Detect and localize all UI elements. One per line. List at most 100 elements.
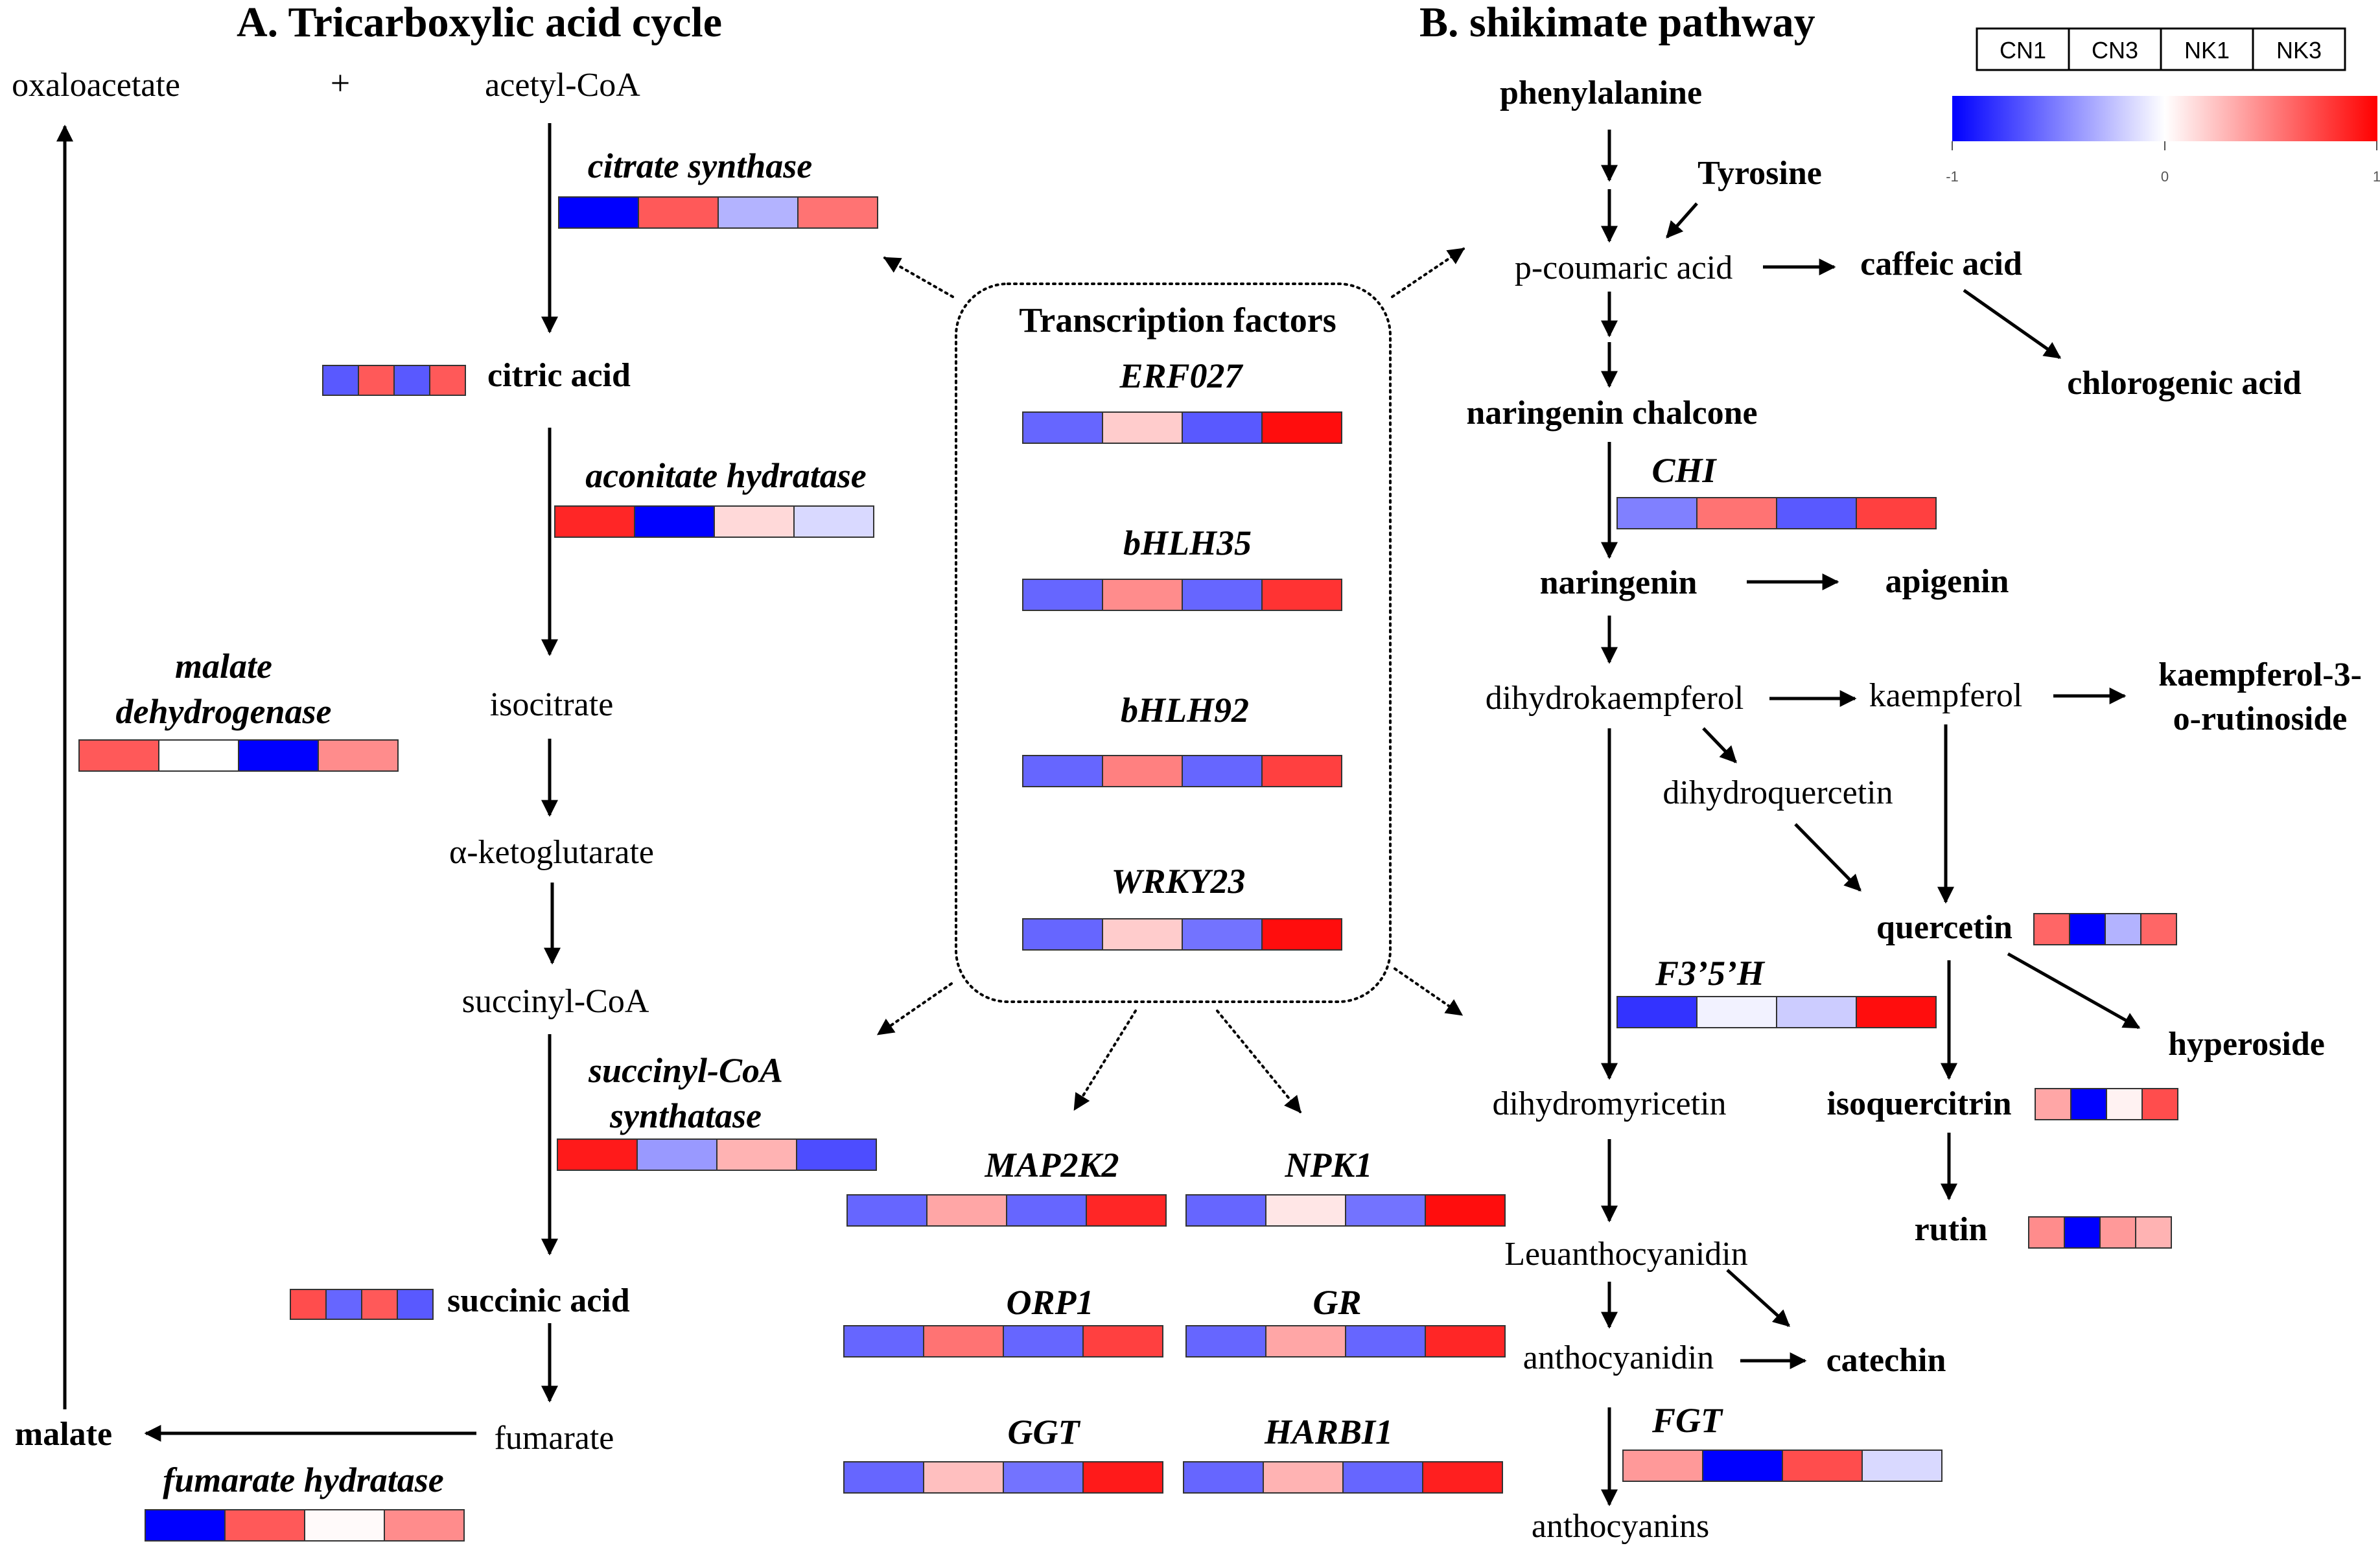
heatmap-cell-chi-nk1 bbox=[1776, 497, 1857, 529]
heatmap-cell-rutin-nk3 bbox=[2135, 1216, 2172, 1249]
tf-bhlh35-label: bHLH35 bbox=[1123, 524, 1252, 562]
metabolite-catechin: catechin bbox=[1826, 1342, 1946, 1379]
metabolite-chlorogenic-acid: chlorogenic acid bbox=[2067, 365, 2302, 402]
heatmap-cell-map2k2-nk3 bbox=[1086, 1194, 1167, 1227]
heatmap-cell-succinic-acid-cn3 bbox=[325, 1289, 362, 1320]
heatmap-cell-npk1-cn3 bbox=[1265, 1194, 1346, 1227]
legend-sample-nk3: NK3 bbox=[2276, 37, 2322, 64]
enzyme-succinyl-coa-synthetase-line1: succinyl-CoA bbox=[588, 1051, 783, 1090]
transcription-factors-heading: Transcription factors bbox=[1019, 301, 1336, 340]
heatmap-rutin bbox=[2028, 1216, 2172, 1249]
heatmap-cell-ggt-cn1 bbox=[843, 1461, 924, 1494]
gene-harbi1-label: HARBI1 bbox=[1264, 1413, 1393, 1451]
heatmap-cell-wrky23-nk3 bbox=[1261, 918, 1342, 951]
heatmap-cell-npk1-nk1 bbox=[1345, 1194, 1426, 1227]
legend-sample-cn1: CN1 bbox=[2000, 37, 2046, 64]
heatmap-cell-bhlh92-nk1 bbox=[1182, 755, 1263, 787]
tf-arrow-to-npk1 bbox=[1216, 1010, 1301, 1114]
metabolite-acetyl-coa: acetyl-CoA bbox=[485, 67, 640, 104]
heatmap-cell-citrate-synthase-cn3 bbox=[638, 196, 719, 229]
arrow-quercetin-to-hyperoside bbox=[2007, 952, 2141, 1030]
heatmap-wrky23 bbox=[1022, 918, 1342, 951]
enzyme-malate-dehydrogenase-line2: dehydrogenase bbox=[116, 692, 332, 731]
heatmap-cell-succinyl-coa-synthetase-nk3 bbox=[796, 1138, 877, 1171]
arrow-caffeic-to-chlorogenic bbox=[1963, 288, 2062, 360]
heatmap-cell-malate-dehydrogenase-nk1 bbox=[238, 739, 319, 772]
heatmap-cell-succinyl-coa-synthetase-nk1 bbox=[716, 1138, 797, 1171]
heatmap-cell-harbi1-nk1 bbox=[1342, 1461, 1423, 1494]
heatmap-cell-fumarate-hydratase-nk3 bbox=[384, 1509, 465, 1542]
heatmap-isoquercitrin bbox=[2035, 1088, 2178, 1120]
color-legend: CN1 CN3 NK1 NK3 -1 0 1 bbox=[1946, 27, 2380, 185]
shikimate-pathway-panel: phenylalanine Tyrosine p-coumaric acid c… bbox=[1466, 75, 2362, 1545]
tf-erf027-label: ERF027 bbox=[1119, 356, 1243, 395]
heatmap-cell-aconitate-hydratase-cn3 bbox=[634, 505, 715, 538]
heatmap-fumarate-hydratase bbox=[145, 1509, 465, 1542]
heatmap-cell-bhlh92-cn3 bbox=[1102, 755, 1183, 787]
heatmap-chi bbox=[1616, 497, 1937, 529]
legend-sample-nk1: NK1 bbox=[2184, 37, 2230, 64]
heatmap-cell-wrky23-cn3 bbox=[1102, 918, 1183, 951]
heatmap-bhlh35 bbox=[1022, 579, 1342, 611]
tf-arrow-to-f3-5-h bbox=[1394, 967, 1464, 1016]
metabolite-alpha-ketoglutarate: α-ketoglutarate bbox=[449, 834, 654, 871]
metabolite-oxaloacetate: oxaloacetate bbox=[12, 67, 180, 104]
plus-sign: + bbox=[331, 64, 350, 102]
heatmap-cell-quercetin-nk1 bbox=[2105, 913, 2141, 945]
heatmap-cell-orp1-cn3 bbox=[923, 1325, 1004, 1357]
gene-map2k2-label: MAP2K2 bbox=[984, 1146, 1119, 1184]
heatmap-cell-fgt-nk1 bbox=[1782, 1450, 1863, 1482]
gene-orp1-label: ORP1 bbox=[1007, 1283, 1094, 1322]
heatmap-cell-npk1-nk3 bbox=[1425, 1194, 1506, 1227]
heatmap-cell-npk1-cn1 bbox=[1185, 1194, 1266, 1227]
heatmap-cell-succinic-acid-nk1 bbox=[361, 1289, 398, 1320]
heatmap-cell-erf027-cn1 bbox=[1022, 411, 1103, 444]
heatmap-cell-rutin-nk1 bbox=[2099, 1216, 2136, 1249]
heatmap-cell-chi-nk3 bbox=[1856, 497, 1937, 529]
heatmap-strips bbox=[78, 196, 2178, 1542]
heatmap-cell-bhlh35-cn3 bbox=[1102, 579, 1183, 611]
heatmap-orp1 bbox=[843, 1325, 1163, 1357]
enzyme-aconitate-hydratase: aconitate hydratase bbox=[585, 456, 866, 495]
heatmap-cell-orp1-nk1 bbox=[1003, 1325, 1084, 1357]
heatmap-f3-5-h bbox=[1616, 996, 1937, 1028]
heatmap-cell-fgt-nk3 bbox=[1861, 1450, 1942, 1482]
heatmap-cell-erf027-nk1 bbox=[1182, 411, 1263, 444]
metabolite-dihydrokaempferol: dihydrokaempferol bbox=[1486, 680, 1744, 717]
metabolite-anthocyanidin: anthocyanidin bbox=[1523, 1339, 1714, 1376]
heatmap-cell-malate-dehydrogenase-nk3 bbox=[318, 739, 399, 772]
metabolite-leuanthocyanidin: Leuanthocyanidin bbox=[1504, 1236, 1747, 1273]
metabolite-naringenin: naringenin bbox=[1540, 564, 1698, 601]
metabolite-isoquercitrin: isoquercitrin bbox=[1826, 1085, 2011, 1122]
metabolite-succinyl-coa: succinyl-CoA bbox=[462, 983, 649, 1020]
metabolite-tyrosine: Tyrosine bbox=[1698, 155, 1822, 192]
heatmap-cell-erf027-nk3 bbox=[1261, 411, 1342, 444]
panel-a-title: A. Tricarboxylic acid cycle bbox=[237, 0, 722, 46]
heatmap-map2k2 bbox=[846, 1194, 1167, 1227]
heatmap-cell-fgt-cn1 bbox=[1622, 1450, 1703, 1482]
legend-max-label: 1 bbox=[2373, 168, 2380, 185]
arrow-leuanthocyanidin-to-catechin bbox=[1726, 1269, 1790, 1327]
metabolite-kaempferol-rutinoside-line1: kaempferol-3- bbox=[2158, 656, 2362, 693]
heatmap-cell-bhlh35-nk3 bbox=[1261, 579, 1342, 611]
heatmap-cell-gr-cn1 bbox=[1185, 1325, 1266, 1357]
metabolite-naringenin-chalcone: naringenin chalcone bbox=[1466, 395, 1757, 432]
metabolite-fumarate: fumarate bbox=[495, 1420, 614, 1457]
enzyme-citrate-synthase: citrate synthase bbox=[588, 146, 813, 185]
heatmap-cell-isoquercitrin-nk3 bbox=[2141, 1088, 2178, 1120]
heatmap-cell-citrate-synthase-nk1 bbox=[718, 196, 799, 229]
heatmap-cell-f3-5-h-nk3 bbox=[1856, 996, 1937, 1028]
heatmap-cell-ggt-nk3 bbox=[1082, 1461, 1163, 1494]
heatmap-cell-bhlh35-nk1 bbox=[1182, 579, 1263, 611]
metabolite-kaempferol: kaempferol bbox=[1869, 677, 2023, 714]
heatmap-cell-map2k2-cn3 bbox=[926, 1194, 1007, 1227]
heatmap-cell-citric-acid-nk3 bbox=[429, 365, 466, 396]
heatmap-cell-f3-5-h-cn3 bbox=[1696, 996, 1777, 1028]
gene-npk1-label: NPK1 bbox=[1285, 1146, 1373, 1184]
metabolite-isocitrate: isocitrate bbox=[490, 686, 614, 723]
tf-arrow-to-map2k2 bbox=[1073, 1010, 1137, 1111]
tf-arrow-to-citrate-synthase bbox=[883, 257, 954, 298]
heatmap-ggt bbox=[843, 1461, 1163, 1494]
heatmap-cell-isoquercitrin-cn1 bbox=[2035, 1088, 2071, 1120]
metabolite-dihydroquercetin: dihydroquercetin bbox=[1662, 774, 1893, 811]
